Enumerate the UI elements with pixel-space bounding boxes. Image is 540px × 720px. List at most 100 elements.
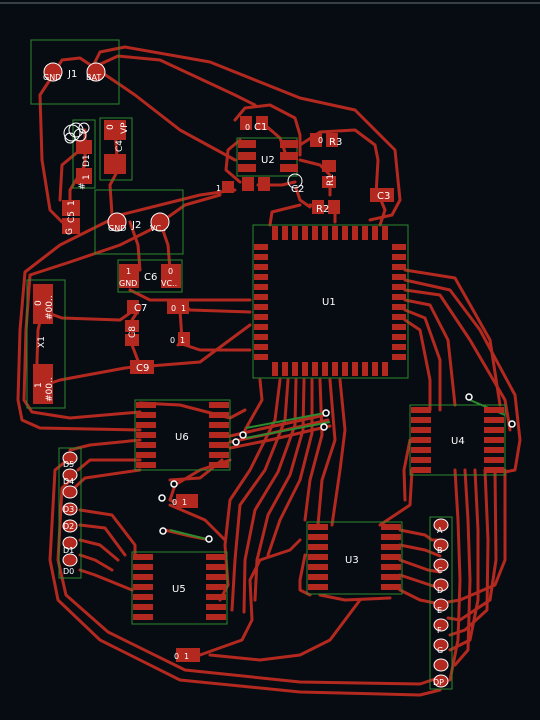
cap-pad (186, 494, 198, 508)
ref-label-u2: U2 (261, 155, 275, 166)
header-pin-label: E (437, 606, 442, 615)
trace (403, 318, 432, 412)
trace (38, 304, 142, 322)
silkscreen-overlap-glyphs (63, 122, 90, 144)
pad-number: 0 (170, 336, 175, 345)
trace (128, 288, 252, 302)
trace (453, 468, 472, 667)
c1-pad (240, 116, 252, 130)
trace (398, 558, 442, 574)
trace (318, 593, 392, 602)
c7-pad (177, 300, 189, 314)
j2-pin-gnd (107, 212, 127, 232)
r2-pad (312, 200, 324, 214)
trace (448, 468, 462, 682)
footprint-outline-x1 (26, 279, 66, 409)
pin-label-x1-net1: #00.. (45, 377, 55, 402)
via (320, 423, 328, 431)
trace (51, 56, 237, 162)
pin-label-d1-1: 1 (82, 174, 92, 180)
pin-label-c6-gnd: GND (119, 279, 137, 288)
trace (90, 45, 402, 222)
x1-pad (33, 284, 53, 324)
trace (78, 538, 120, 562)
c6-pad (119, 264, 139, 288)
trace (70, 468, 142, 492)
trace (330, 378, 347, 527)
header-pin-label: D0 (63, 567, 74, 576)
u4-pads (411, 407, 504, 473)
footprint-outline-right-header (429, 516, 453, 690)
pad-number: 1 (180, 336, 185, 345)
trace (268, 203, 302, 227)
c9-pad (130, 360, 142, 374)
silkscreen-line (245, 421, 331, 439)
via (232, 438, 240, 446)
ref-label-c6: C6 (144, 272, 157, 283)
ref-label-c9: C9 (136, 363, 149, 374)
j1-pin-gnd (43, 62, 63, 82)
via (158, 494, 166, 502)
trace (446, 468, 498, 622)
j2-pin-vcc (150, 212, 170, 232)
ref-label-d1: D1 (82, 154, 92, 167)
header-pin-label: C (437, 566, 443, 575)
through-hole-layer (43, 62, 303, 232)
c5-pad (62, 200, 80, 216)
ref-label-c7: C7 (134, 303, 147, 314)
trace (448, 468, 490, 637)
trace (242, 378, 298, 614)
trace (218, 378, 282, 602)
trace (78, 508, 137, 557)
trace (266, 378, 314, 557)
c1-pad (256, 116, 268, 130)
pin-label-bat: BAT (86, 73, 101, 82)
pin-label-c6-vcc: VC.. (161, 279, 177, 288)
trace (403, 288, 512, 432)
trace (183, 343, 252, 352)
via (465, 393, 473, 401)
u6-pads (136, 402, 229, 468)
footprint-outline-j1 (30, 39, 120, 105)
via (205, 535, 213, 543)
via (508, 420, 516, 428)
trace (448, 468, 480, 652)
c5-pad (62, 218, 80, 234)
c8-pad (125, 334, 139, 346)
pad-number: 1 (184, 652, 189, 661)
cap-pad (188, 648, 200, 662)
pad-number: 0 (172, 498, 177, 507)
footprint-outline-left-header (58, 447, 82, 579)
header-pin-label: D (437, 586, 443, 595)
header-pin-label: G (437, 646, 443, 655)
trace (208, 598, 362, 662)
trace (230, 378, 290, 612)
header-pin-label: A (437, 526, 443, 535)
j1-pin-bat (86, 62, 106, 82)
trace (78, 553, 114, 572)
trace (303, 378, 324, 522)
ref-label-r3: R3 (329, 137, 342, 148)
via (322, 409, 330, 417)
pin-label-c4-0: 0 (106, 124, 116, 130)
c7-pad (127, 300, 139, 314)
trace (78, 523, 127, 557)
r1-pad (322, 176, 336, 188)
trace (228, 424, 332, 450)
silkscreen-line (245, 411, 331, 429)
c3-pad (382, 188, 394, 202)
trace (16, 188, 237, 432)
pin-label-c4-vp: VP (120, 122, 130, 134)
footprint-outline-u4 (409, 404, 506, 476)
ref-label-u1: U1 (322, 297, 336, 308)
trace (76, 458, 142, 472)
ref-label-c2: C2 (291, 184, 304, 195)
ref-label-x1: X1 (37, 336, 47, 348)
ref-label-c4: C4 (115, 140, 125, 152)
pad-number: 0 (318, 136, 323, 145)
ref-label-u5: U5 (172, 584, 186, 595)
c4-pad (104, 120, 126, 140)
ref-label-r2: R2 (316, 204, 329, 215)
via (159, 527, 167, 535)
footprint-outline-c4 (99, 117, 133, 181)
